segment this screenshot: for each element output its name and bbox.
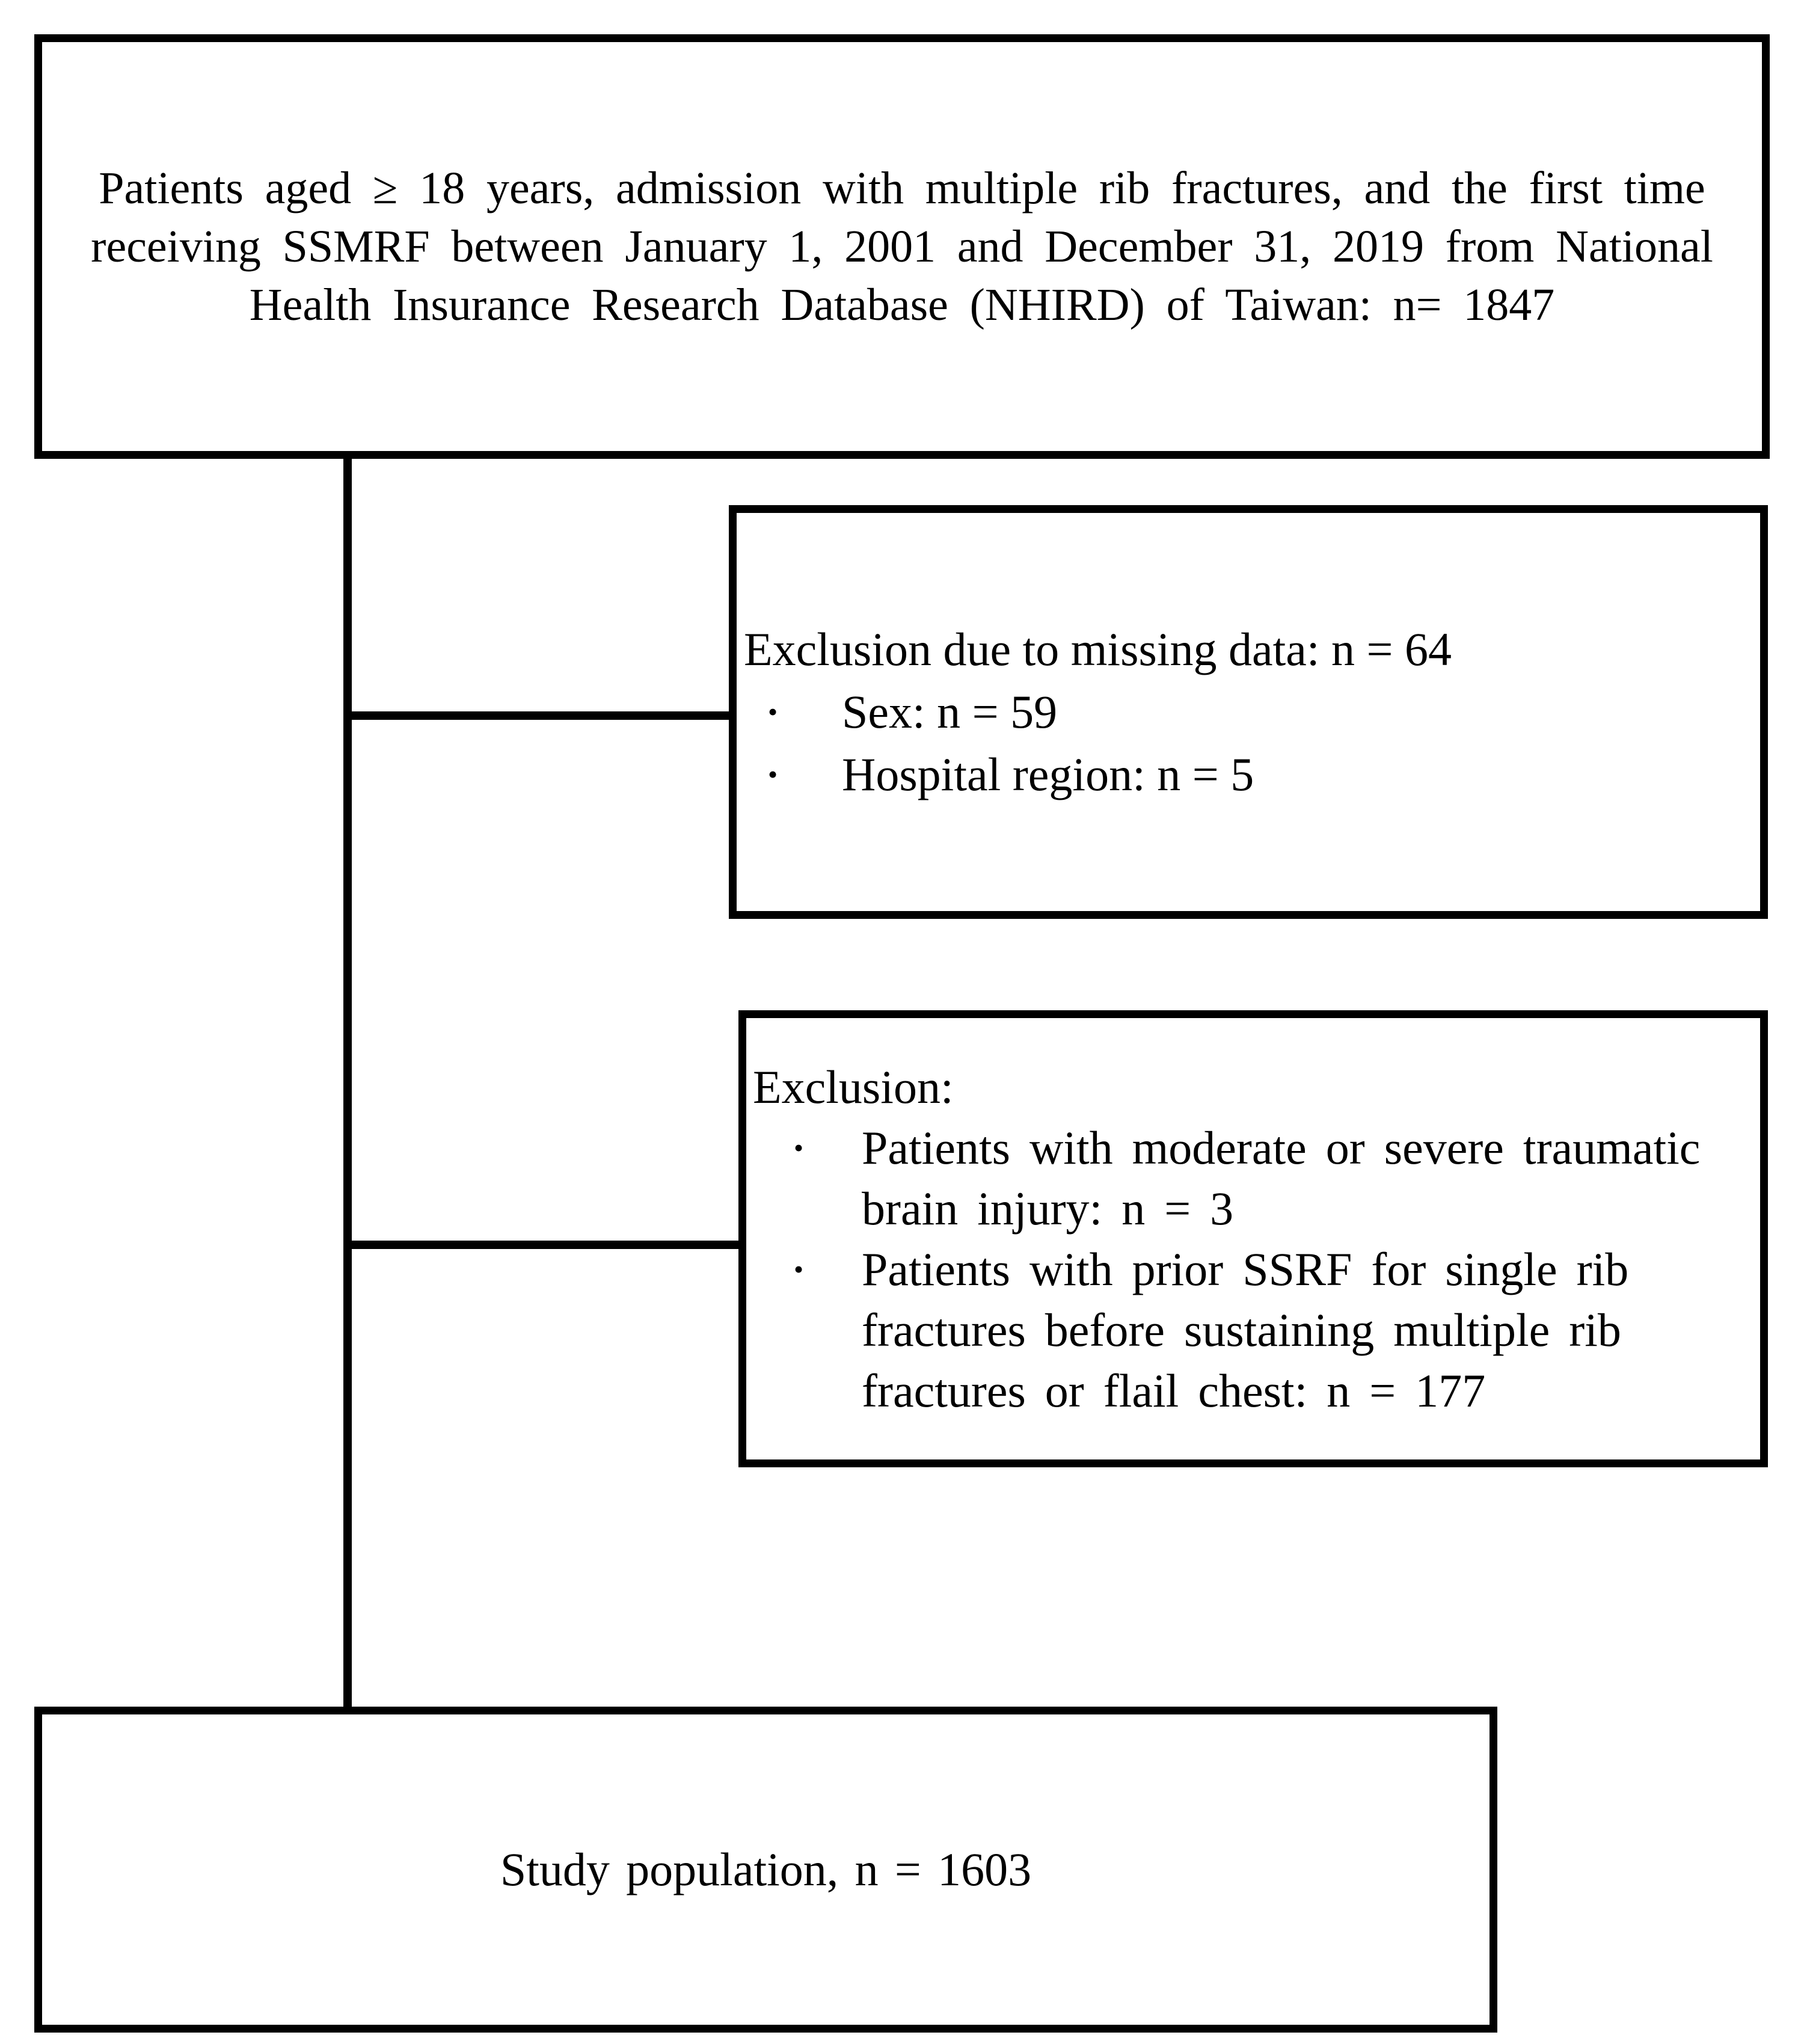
study-population-label: Study population, n = 1603 xyxy=(500,1843,1032,1895)
exclusion-missing-data-heading: Exclusion due to missing data: n = 64 xyxy=(744,623,1452,675)
bullet-icon: • xyxy=(794,1254,804,1284)
bullet-text-line: Sex: n = 59 xyxy=(842,686,1058,738)
bullet-text-line: Hospital region: n = 5 xyxy=(842,748,1254,800)
bullet-item-hospital-region: • Hospital region: n = 5 xyxy=(744,743,1748,806)
exclusion-clinical-box: Exclusion: • Patients with moderate or s… xyxy=(738,1010,1768,1467)
horizontal-connector-to-exclusion-1 xyxy=(352,711,729,720)
bullet-text-line: fractures or flail chest: n = 177 xyxy=(862,1364,1486,1417)
bullet-text-line: Patients with prior SSRF for single rib xyxy=(862,1243,1629,1295)
inclusion-text-line-1: Patients aged ≥ 18 years, admission with… xyxy=(99,162,1705,213)
exclusion-missing-data-box: Exclusion due to missing data: n = 64 • … xyxy=(729,505,1768,919)
inclusion-text-line-2: receiving SSMRF between January 1, 2001 … xyxy=(91,221,1713,272)
vertical-connector-line xyxy=(343,459,352,1707)
inclusion-criteria-box: Patients aged ≥ 18 years, admission with… xyxy=(34,34,1770,459)
study-population-box: Study population, n = 1603 xyxy=(34,1707,1497,2033)
bullet-item-sex: • Sex: n = 59 xyxy=(744,681,1748,743)
bullet-text-line: fractures before sustaining multiple rib xyxy=(862,1304,1621,1356)
exclusion-clinical-heading: Exclusion: xyxy=(753,1061,954,1113)
bullet-item-prior-ssrf: • Patients with prior SSRF for single ri… xyxy=(753,1239,1748,1421)
bullet-icon: • xyxy=(794,1132,804,1163)
bullet-icon: • xyxy=(768,696,778,727)
bullet-text-line: brain injury: n = 3 xyxy=(862,1182,1234,1235)
horizontal-connector-to-exclusion-2 xyxy=(352,1241,738,1249)
inclusion-text-line-3: Health Insurance Research Database (NHIR… xyxy=(249,279,1555,330)
bullet-text-line: Patients with moderate or severe traumat… xyxy=(862,1122,1701,1174)
bullet-icon: • xyxy=(768,759,778,790)
bullet-item-brain-injury: • Patients with moderate or severe traum… xyxy=(753,1117,1748,1239)
